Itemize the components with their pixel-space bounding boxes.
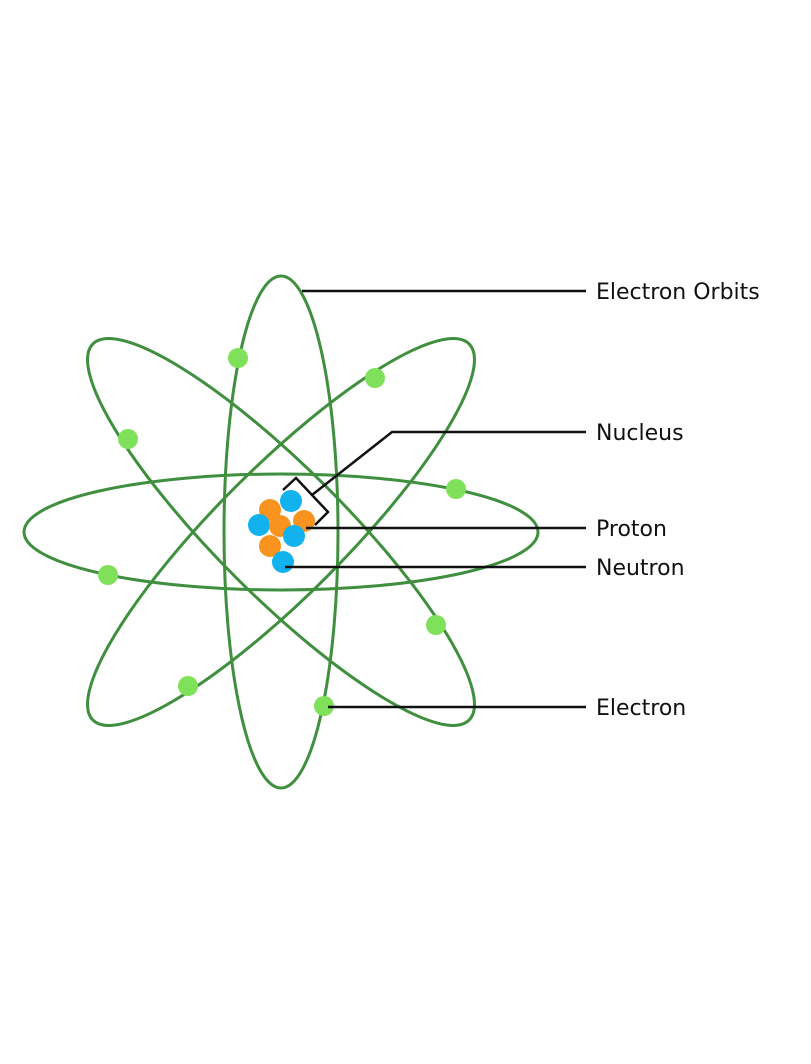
leader-lines <box>282 289 586 709</box>
electron-dot <box>365 368 385 388</box>
electron-dot <box>228 348 248 368</box>
orbit-vertical <box>222 274 340 790</box>
electron-dot <box>98 565 118 585</box>
electron-dot <box>178 676 198 696</box>
orbit-diagonal-1 <box>86 337 476 727</box>
nucleus <box>248 490 315 573</box>
orbit-diagonal-2 <box>86 337 476 727</box>
electrons <box>98 348 466 716</box>
electron-dot <box>426 615 446 635</box>
label-electron-orbits: Electron Orbits <box>596 280 760 305</box>
neutron-particle <box>272 551 294 573</box>
electron-dot <box>446 479 466 499</box>
label-nucleus: Nucleus <box>596 421 684 446</box>
label-proton: Proton <box>596 517 667 542</box>
orbits <box>22 274 540 790</box>
electron-dot <box>118 429 138 449</box>
label-electron: Electron <box>596 696 686 721</box>
labels: Electron Orbits Nucleus Proton Neutron E… <box>596 280 760 721</box>
leader-line-nucleus <box>311 430 586 496</box>
neutron-particle <box>248 514 270 536</box>
label-neutron: Neutron <box>596 556 685 581</box>
neutron-particle <box>280 490 302 512</box>
electron-dot <box>314 696 334 716</box>
proton-particle <box>259 535 281 557</box>
orbit-horizontal <box>22 472 540 592</box>
neutron-particle <box>283 525 305 547</box>
